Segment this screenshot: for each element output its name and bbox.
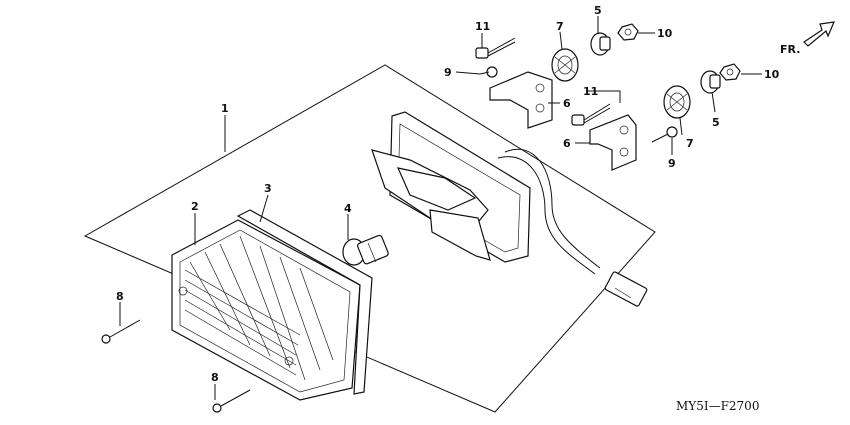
nut-lower [719,63,741,81]
bulb [342,234,389,266]
leader-lines [119,16,762,400]
callout-7-upper: 7 [556,20,564,33]
callout-6-lower: 6 [563,137,571,150]
cushion-upper [551,48,579,82]
callout-4: 4 [344,202,352,215]
callout-9-upper: 9 [444,66,452,79]
stay-lower [589,114,637,171]
wire-harness [497,148,648,307]
callout-10-upper: 10 [657,27,673,40]
callouts: 1 2 3 4 5 5 6 6 7 7 8 8 9 9 10 10 11 11 [116,4,780,384]
callout-11-upper: 11 [475,20,490,33]
drawing-code: MY5I—F2700 [676,399,759,413]
front-direction-label: FR. [780,43,800,56]
lens-gasket [236,209,373,395]
cushion-lower [663,85,691,119]
screw-8-lower [212,389,251,413]
nut-upper [617,23,639,41]
stay-upper [489,71,553,129]
front-direction-arrow [803,21,835,47]
callout-5-upper: 5 [594,4,602,17]
collar-lower [700,70,721,94]
screw-upper [479,66,498,78]
screw-lower [651,126,678,143]
callout-5-lower: 5 [712,116,720,129]
callout-7-lower: 7 [686,137,694,150]
callout-10-lower: 10 [764,68,780,81]
callout-9-lower: 9 [668,157,676,170]
tail-lens [171,219,361,401]
collar-upper [590,32,611,56]
callout-2: 2 [191,200,199,213]
callout-11-lower: 11 [583,85,598,98]
callout-8-lower: 8 [211,371,219,384]
callout-3: 3 [264,182,272,195]
bolt-lower [571,103,611,126]
screw-8-upper [101,319,141,344]
callout-8-upper: 8 [116,290,124,303]
lamp-housing [371,111,531,263]
callout-6-upper: 6 [563,97,571,110]
callout-1: 1 [221,102,229,115]
bolt-upper [475,37,516,59]
